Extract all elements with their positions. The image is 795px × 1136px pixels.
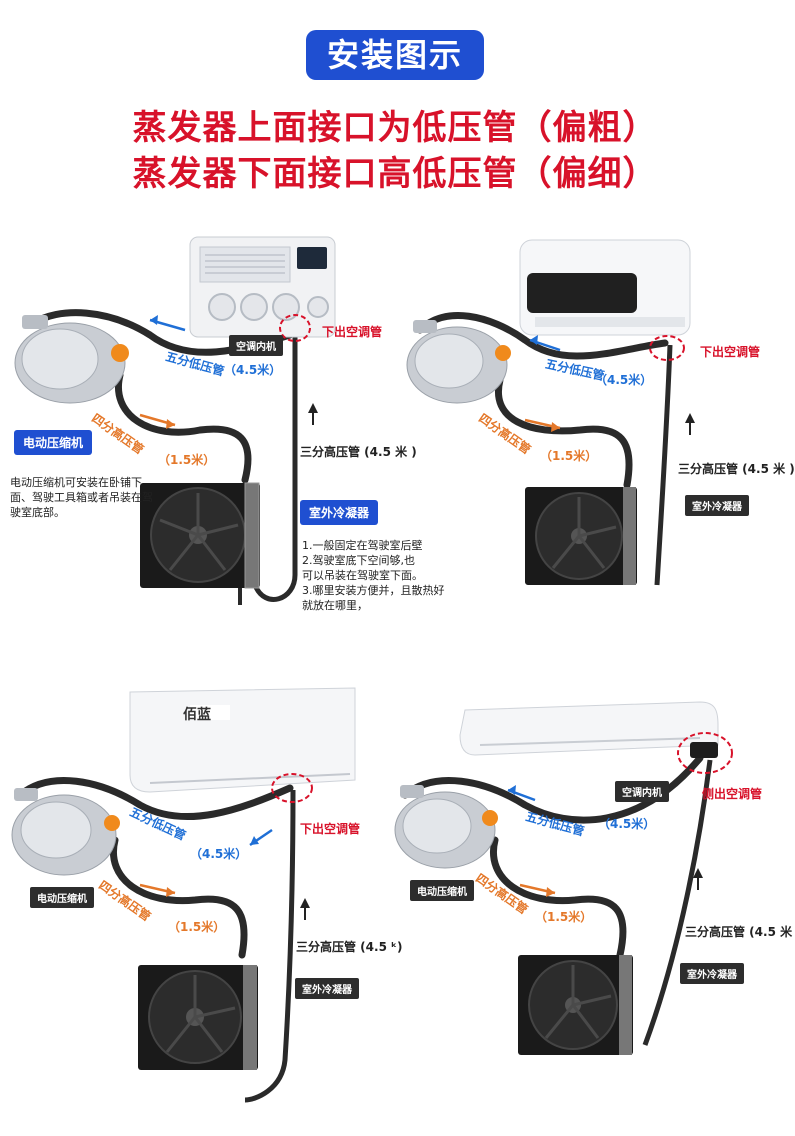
indoor-unit-tag: 空调内机	[229, 335, 283, 356]
compressor-drawing	[11, 788, 120, 876]
compressor-drawing	[394, 785, 498, 869]
condenser-tag: 室外冷凝器	[295, 978, 359, 999]
brand-logo: 佰蓝	[183, 707, 211, 723]
condenser-note-2: 2.驾驶室底下空间够,也	[302, 554, 415, 567]
outlet-highlight	[677, 732, 733, 774]
outlet-note: 下出空调管	[300, 822, 361, 836]
subtitle-line-1: 蒸发器上面接口为低压管（偏粗）	[132, 108, 658, 148]
low-pressure-length: （4.5米）	[224, 363, 282, 377]
low-pressure-length: （4.5米）	[595, 373, 653, 387]
condenser-note-4: 3.哪里安装方便并，且散热好	[302, 584, 445, 597]
three-fen-hose	[642, 759, 713, 1046]
panel-3-drawing	[11, 687, 356, 1103]
compressor-note: 电动压缩机可安装在卧铺下面、驾驶工具箱或者吊装在驾驶室底部。	[10, 476, 153, 519]
low-pressure-length: （4.5米）	[598, 817, 656, 831]
indoor-unit-drawing	[189, 236, 336, 338]
low-pressure-length: （4.5米）	[190, 847, 248, 861]
condenser-drawing	[525, 487, 637, 585]
compressor-tag: 电动压缩机	[410, 880, 474, 901]
compressor-tag: 电动压缩机	[30, 887, 94, 908]
condenser-tag: 室外冷凝器	[300, 500, 379, 525]
three-fen-hose	[654, 344, 673, 586]
three-fen-pipe-label: 三分高压管 (4.5 ᵏ)	[296, 940, 403, 954]
outlet-highlight	[271, 773, 313, 803]
indoor-unit-drawing	[459, 701, 719, 758]
indoor-unit-drawing	[519, 239, 691, 336]
high-pressure-length: （1.5米）	[158, 453, 216, 467]
high-pressure-length: （1.5米）	[540, 449, 598, 463]
high-pressure-hose-1.5m	[115, 371, 252, 484]
high-pressure-length: （1.5米）	[535, 910, 593, 924]
condenser-drawing	[138, 965, 258, 1070]
low-pressure-hose	[16, 777, 294, 821]
outlet-highlight	[649, 335, 685, 361]
high-pressure-hose-1.5m	[490, 836, 627, 959]
indoor-unit-drawing	[129, 687, 356, 793]
diagram-panel-1: 空调内机 下出空调管 五分低压管 （4.5米） 四分高压管 （1.5米） 三分高…	[0, 225, 470, 635]
panel-4-drawing	[394, 701, 733, 1055]
compressor-drawing	[406, 320, 511, 404]
condenser-tag: 室外冷凝器	[680, 963, 744, 984]
diagram-panel-2: 下出空调管 五分低压管 （4.5米） 四分高压管 （1.5米） 三分高压管 (4…	[395, 225, 795, 635]
three-fen-pipe-label: 三分高压管 (4.5 米	[685, 925, 793, 939]
outlet-note: 侧出空调管	[702, 787, 763, 801]
diagram-panel-3: 佰蓝 下出空调管 五分低压管 （4.5米） 四分高压管 （1.5米） 三分高压管…	[0, 680, 420, 1130]
diagram-panel-4: 空调内机 侧出空调管 五分低压管 （4.5米） 四分高压管 （1.5米） 三分高…	[380, 690, 793, 1130]
three-fen-pipe-label: 三分高压管 (4.5 米 )	[678, 462, 795, 476]
outlet-note: 下出空调管	[700, 345, 761, 359]
condenser-note-5: 就放在哪里，	[302, 599, 368, 612]
panel-2-drawing	[406, 239, 695, 586]
high-pressure-hose-1.5m	[495, 376, 633, 489]
three-fen-hose	[244, 789, 296, 1103]
low-pressure-hose	[416, 312, 669, 360]
title-badge: 安装图示	[306, 30, 484, 80]
high-pressure-length: （1.5米）	[168, 920, 226, 934]
high-pressure-hose-1.5m	[110, 836, 248, 959]
low-pressure-hose	[401, 754, 704, 824]
condenser-tag: 室外冷凝器	[685, 495, 749, 516]
condenser-drawing	[518, 955, 633, 1055]
panel-1-drawing	[14, 236, 336, 605]
compressor-tag: 电动压缩机	[14, 430, 93, 455]
condenser-note-3: 可以吊装在驾驶室下面。	[302, 569, 423, 582]
condenser-drawing	[140, 482, 260, 589]
compressor-drawing	[14, 315, 129, 404]
three-fen-pipe-label: 三分高压管 (4.5 米 )	[300, 445, 417, 459]
outlet-note: 下出空调管	[322, 325, 383, 339]
subtitle-line-2: 蒸发器下面接口高低压管（偏细）	[132, 154, 658, 194]
condenser-note-1: 1.一般固定在驾驶室后壁	[302, 539, 423, 552]
outlet-highlight	[279, 314, 311, 342]
indoor-unit-tag: 空调内机	[615, 781, 669, 802]
